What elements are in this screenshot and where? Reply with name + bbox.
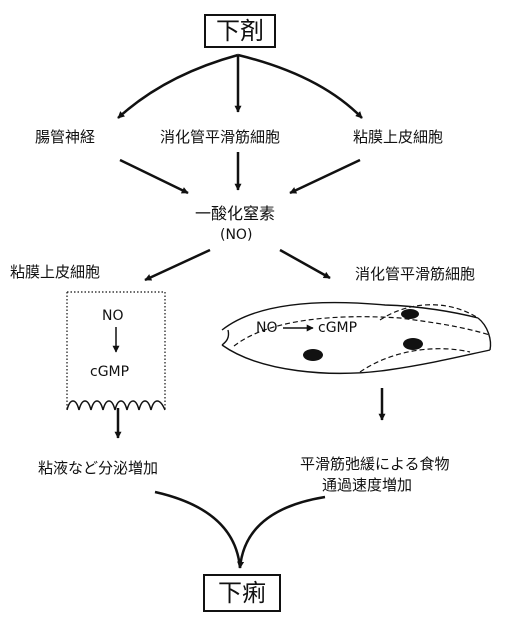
arrow-transit-to-diarrhea: [237, 495, 326, 569]
nucleus-3: [303, 349, 323, 361]
nucleus-2: [403, 338, 423, 350]
left-branch-title: 粘膜上皮細胞: [10, 263, 101, 281]
arrow-laxative-to-mucosal-epithelium: [237, 53, 363, 119]
cell-cgmp-label: cGMP: [90, 364, 130, 380]
muscle-no-label: NO: [256, 320, 278, 336]
mucosal-epithelium-label: 粘膜上皮細胞: [353, 128, 444, 146]
laxative-box: 下剤: [204, 14, 276, 48]
arrow-enteric-nerve-to-no: [119, 158, 189, 195]
smooth-muscle-cells: [221, 301, 492, 374]
secretion-increase-label: 粘液など分泌増加: [38, 459, 159, 477]
diarrhea-box: 下痢: [203, 574, 281, 612]
nitric-oxide-label: 一酸化窒素: [195, 204, 276, 223]
transit-increase-label-2: 通過速度増加: [322, 476, 413, 494]
epithelial-cell: [66, 291, 166, 411]
enteric-nerve-label: 腸管神経: [35, 128, 96, 146]
arrow-no-to-left-branch: [144, 248, 211, 282]
arrow-laxative-to-enteric-nerve: [117, 53, 239, 119]
arrow-no-to-right-branch: [279, 248, 331, 280]
cell-no-label: NO: [102, 308, 124, 324]
smooth-muscle-label: 消化管平滑筋細胞: [160, 128, 281, 146]
arrow-mucosal-epithelium-to-no: [289, 158, 361, 195]
nucleus-1: [401, 309, 419, 319]
muscle-cgmp-label: cGMP: [318, 320, 358, 336]
right-branch-title: 消化管平滑筋細胞: [355, 265, 476, 283]
transit-increase-label-1: 平滑筋弛緩による食物: [300, 455, 450, 473]
arrow-secretion-to-diarrhea: [154, 490, 242, 569]
nitric-oxide-abbrev: (NO): [220, 227, 253, 243]
